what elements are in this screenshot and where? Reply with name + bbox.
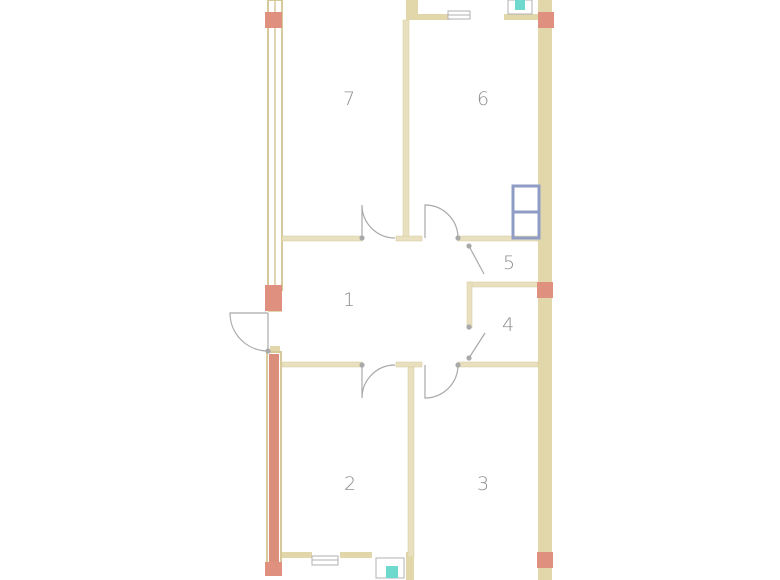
door-hinge: [265, 348, 271, 354]
top-wall-room6-right: [504, 14, 540, 20]
door-room4-leaf: [468, 332, 486, 359]
partition-3-hall: [457, 361, 539, 368]
door-hinge: [455, 235, 461, 241]
room-labels: 7 6 5 1 4 2 3: [343, 88, 515, 495]
doors: [229, 204, 486, 399]
door-room6-swing: [424, 204, 459, 239]
column: [265, 285, 282, 311]
door-room7-swing: [361, 204, 396, 239]
partition-2-hall-left: [281, 361, 363, 368]
window-glass: [515, 0, 525, 10]
partition-7-6: [402, 19, 410, 241]
partition-2-hall-mid: [395, 361, 423, 368]
door-room3-swing: [424, 364, 459, 399]
column: [265, 12, 282, 28]
ventilation-shaft: [511, 184, 541, 240]
windows: [311, 0, 533, 579]
partition-5-4: [467, 281, 539, 288]
column: [265, 562, 282, 576]
columns: [265, 12, 554, 576]
column: [537, 552, 553, 568]
room-label-2: 2: [344, 473, 356, 495]
bottom-wall-right: [406, 552, 414, 580]
room-label-6: 6: [477, 88, 489, 110]
balcony-fill: [269, 354, 279, 564]
door-room5-leaf: [468, 245, 485, 275]
room-label-3: 3: [477, 473, 489, 495]
partition-2-3: [407, 366, 415, 558]
room-label-1: 1: [343, 289, 355, 311]
bottom-wall-mid: [340, 552, 372, 558]
top-wall-segment: [406, 0, 418, 20]
partition-7-hall-left: [281, 235, 363, 242]
door-hinge: [466, 243, 472, 249]
room-label-7: 7: [343, 88, 355, 110]
partitions: [281, 19, 539, 558]
window-glass: [386, 566, 398, 578]
room-label-5: 5: [503, 252, 515, 274]
door-hinge: [466, 324, 472, 330]
door-hinge: [455, 362, 461, 368]
top-wall-room6: [418, 14, 450, 20]
door-hinge: [359, 362, 365, 368]
partition-7-hall-mid: [395, 235, 423, 242]
bottom-wall-left: [282, 552, 312, 558]
door-room2-swing: [361, 364, 396, 399]
room-label-4: 4: [502, 314, 514, 336]
entrance-door-swing: [229, 312, 269, 352]
door-hinge: [359, 235, 365, 241]
door-hinge: [466, 355, 472, 361]
column: [537, 282, 553, 298]
partition-4-left: [466, 281, 473, 329]
column: [538, 12, 554, 28]
